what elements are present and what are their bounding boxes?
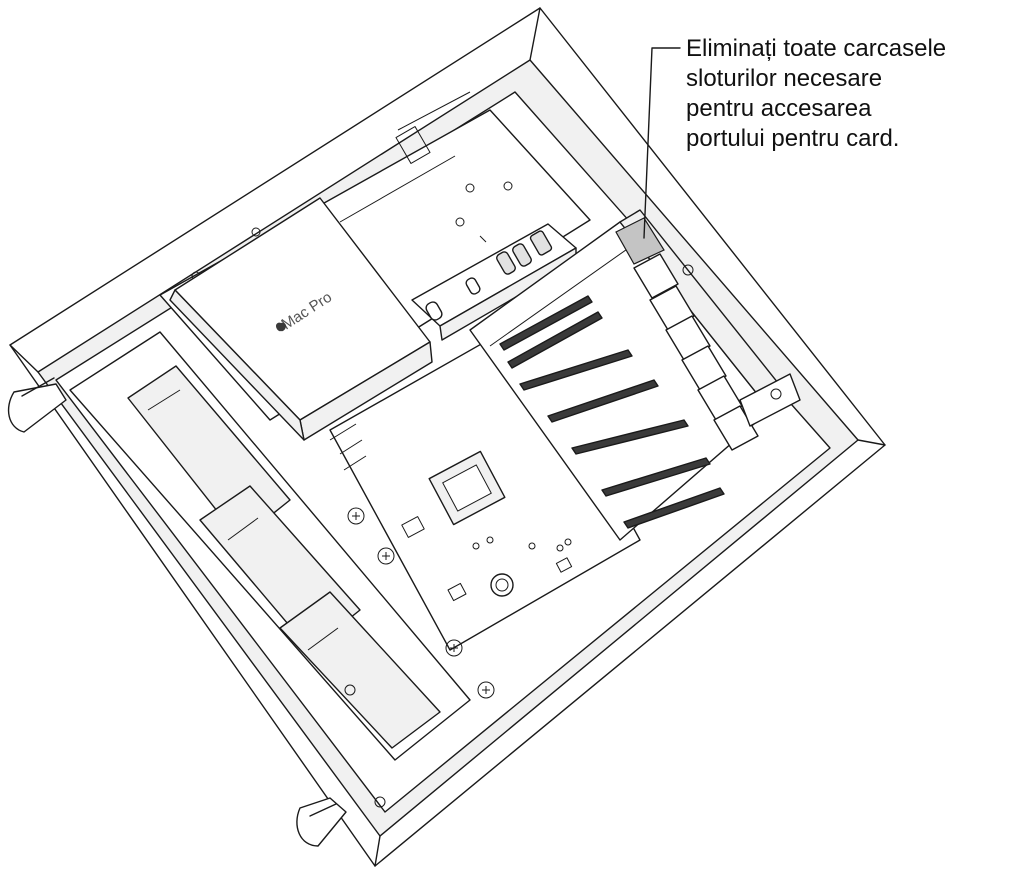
chassis-handle-bottom	[296, 797, 347, 847]
slot-covers	[615, 217, 801, 451]
callout-line-1: Eliminați toate carcasele	[686, 35, 947, 62]
callout-leader	[643, 47, 681, 239]
callout-text: Eliminați toate carcasele sloturilor nec…	[686, 34, 1021, 154]
apple-logo-icon	[276, 319, 286, 332]
io-bracket	[411, 223, 577, 341]
callout-line-2: sloturilor necesare	[686, 65, 883, 92]
callout-line-4: portului pentru card.	[686, 125, 900, 152]
processor-cover: Mac Pro	[169, 197, 433, 441]
pcie-slots	[499, 295, 725, 529]
chassis-handle-left	[7, 377, 67, 433]
callout-line-3: pentru accesarea	[686, 95, 872, 122]
fan-bay	[69, 331, 471, 808]
